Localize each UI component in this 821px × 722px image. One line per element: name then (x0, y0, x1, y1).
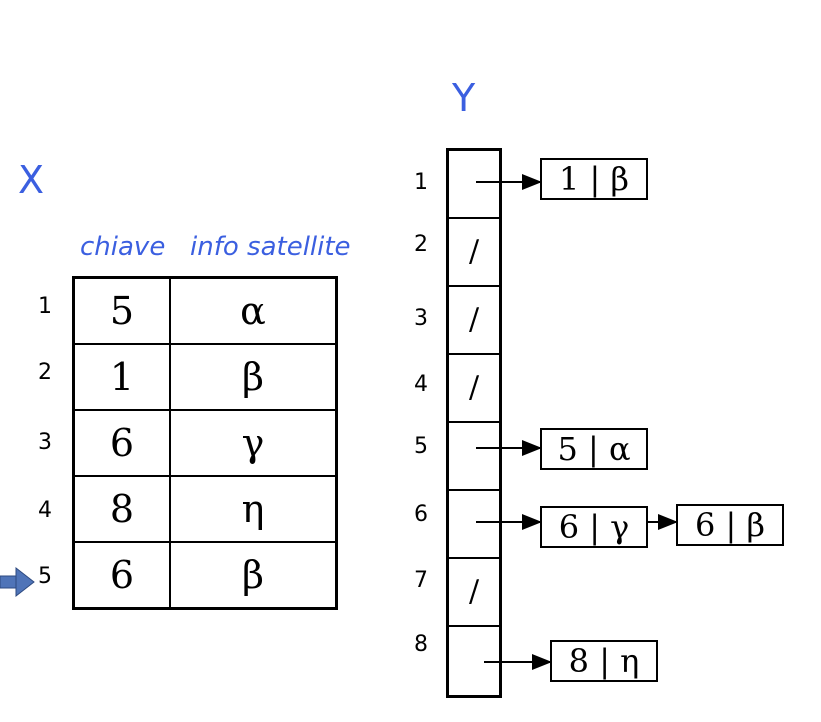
x-row: 6 β (72, 541, 338, 610)
x-key-cell: 5 (72, 276, 171, 345)
y-index-7: 7 (414, 568, 428, 593)
x-row: 5 α (72, 276, 338, 345)
y-index-2: 2 (414, 232, 428, 257)
y-slot: / (449, 355, 499, 423)
y-index-8: 8 (414, 632, 428, 657)
x-index-2: 2 (38, 360, 52, 385)
node-8: 8 | η (550, 640, 658, 682)
y-index-3: 3 (414, 306, 428, 331)
y-index-5: 5 (414, 434, 428, 459)
header-info: info satellite (190, 232, 351, 262)
x-key-cell: 6 (72, 409, 171, 477)
x-index-4: 4 (38, 498, 52, 523)
node-6a: 6 | γ (540, 506, 648, 548)
node-1: 1 | β (540, 158, 648, 200)
y-array: / / / / (446, 148, 502, 698)
y-slot (449, 423, 499, 491)
y-index-6: 6 (414, 502, 428, 527)
y-slot: / (449, 219, 499, 287)
x-row: 6 γ (72, 409, 338, 477)
header-key: chiave (80, 232, 166, 262)
node-6b: 6 | β (676, 504, 784, 546)
y-slot (449, 151, 499, 219)
x-info-cell: β (169, 343, 338, 411)
y-slot: / (449, 559, 499, 627)
x-key-cell: 1 (72, 343, 171, 411)
x-label: X (18, 158, 45, 202)
x-row: 1 β (72, 343, 338, 411)
y-slot: / (449, 287, 499, 355)
x-key-cell: 8 (72, 475, 171, 543)
x-info-cell: η (169, 475, 338, 543)
y-slot (449, 491, 499, 559)
y-index-4: 4 (414, 372, 428, 397)
node-5: 5 | α (540, 428, 648, 470)
x-row: 8 η (72, 475, 338, 543)
x-info-cell: α (169, 276, 338, 345)
x-info-cell: β (169, 541, 338, 610)
x-index-5: 5 (38, 564, 52, 589)
x-index-1: 1 (38, 294, 52, 319)
y-label: Y (452, 76, 476, 120)
y-index-1: 1 (414, 170, 428, 195)
x-table: 5 α 1 β 6 γ 8 η 6 β (72, 276, 338, 610)
x-info-cell: γ (169, 409, 338, 477)
current-row-arrow-icon (0, 566, 35, 598)
x-index-3: 3 (38, 430, 52, 455)
x-key-cell: 6 (72, 541, 171, 610)
